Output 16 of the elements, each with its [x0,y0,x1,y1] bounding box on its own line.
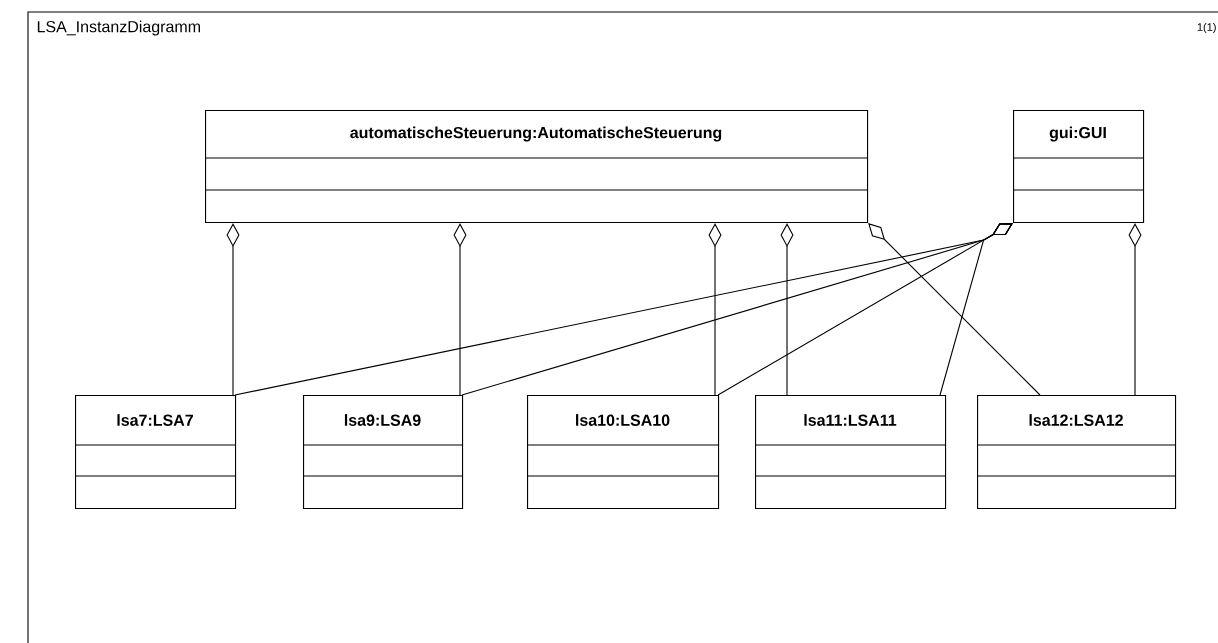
page-number: 1(1) [1197,22,1216,34]
aggregation-line [1128,223,1142,396]
class-box: lsa9:LSA9 [302,395,464,510]
class-box: lsa7:LSA7 [74,395,237,510]
class-box: lsa11:LSA11 [754,395,947,510]
class-box: gui:GUI [1012,110,1145,224]
aggregation-line [939,223,1013,396]
diagram-title: LSA_InstanzDiagramm [37,20,200,36]
class-box: lsa12:LSA12 [976,395,1177,510]
aggregation-line [226,223,240,396]
aggregation-line [780,223,794,396]
class-box: lsa10:LSA10 [526,395,720,510]
aggregation-line [708,223,722,396]
aggregation-line [868,223,1041,396]
aggregation-line [453,223,467,396]
class-box: automatischeSteuerung:AutomatischeSteuerung [204,110,869,224]
